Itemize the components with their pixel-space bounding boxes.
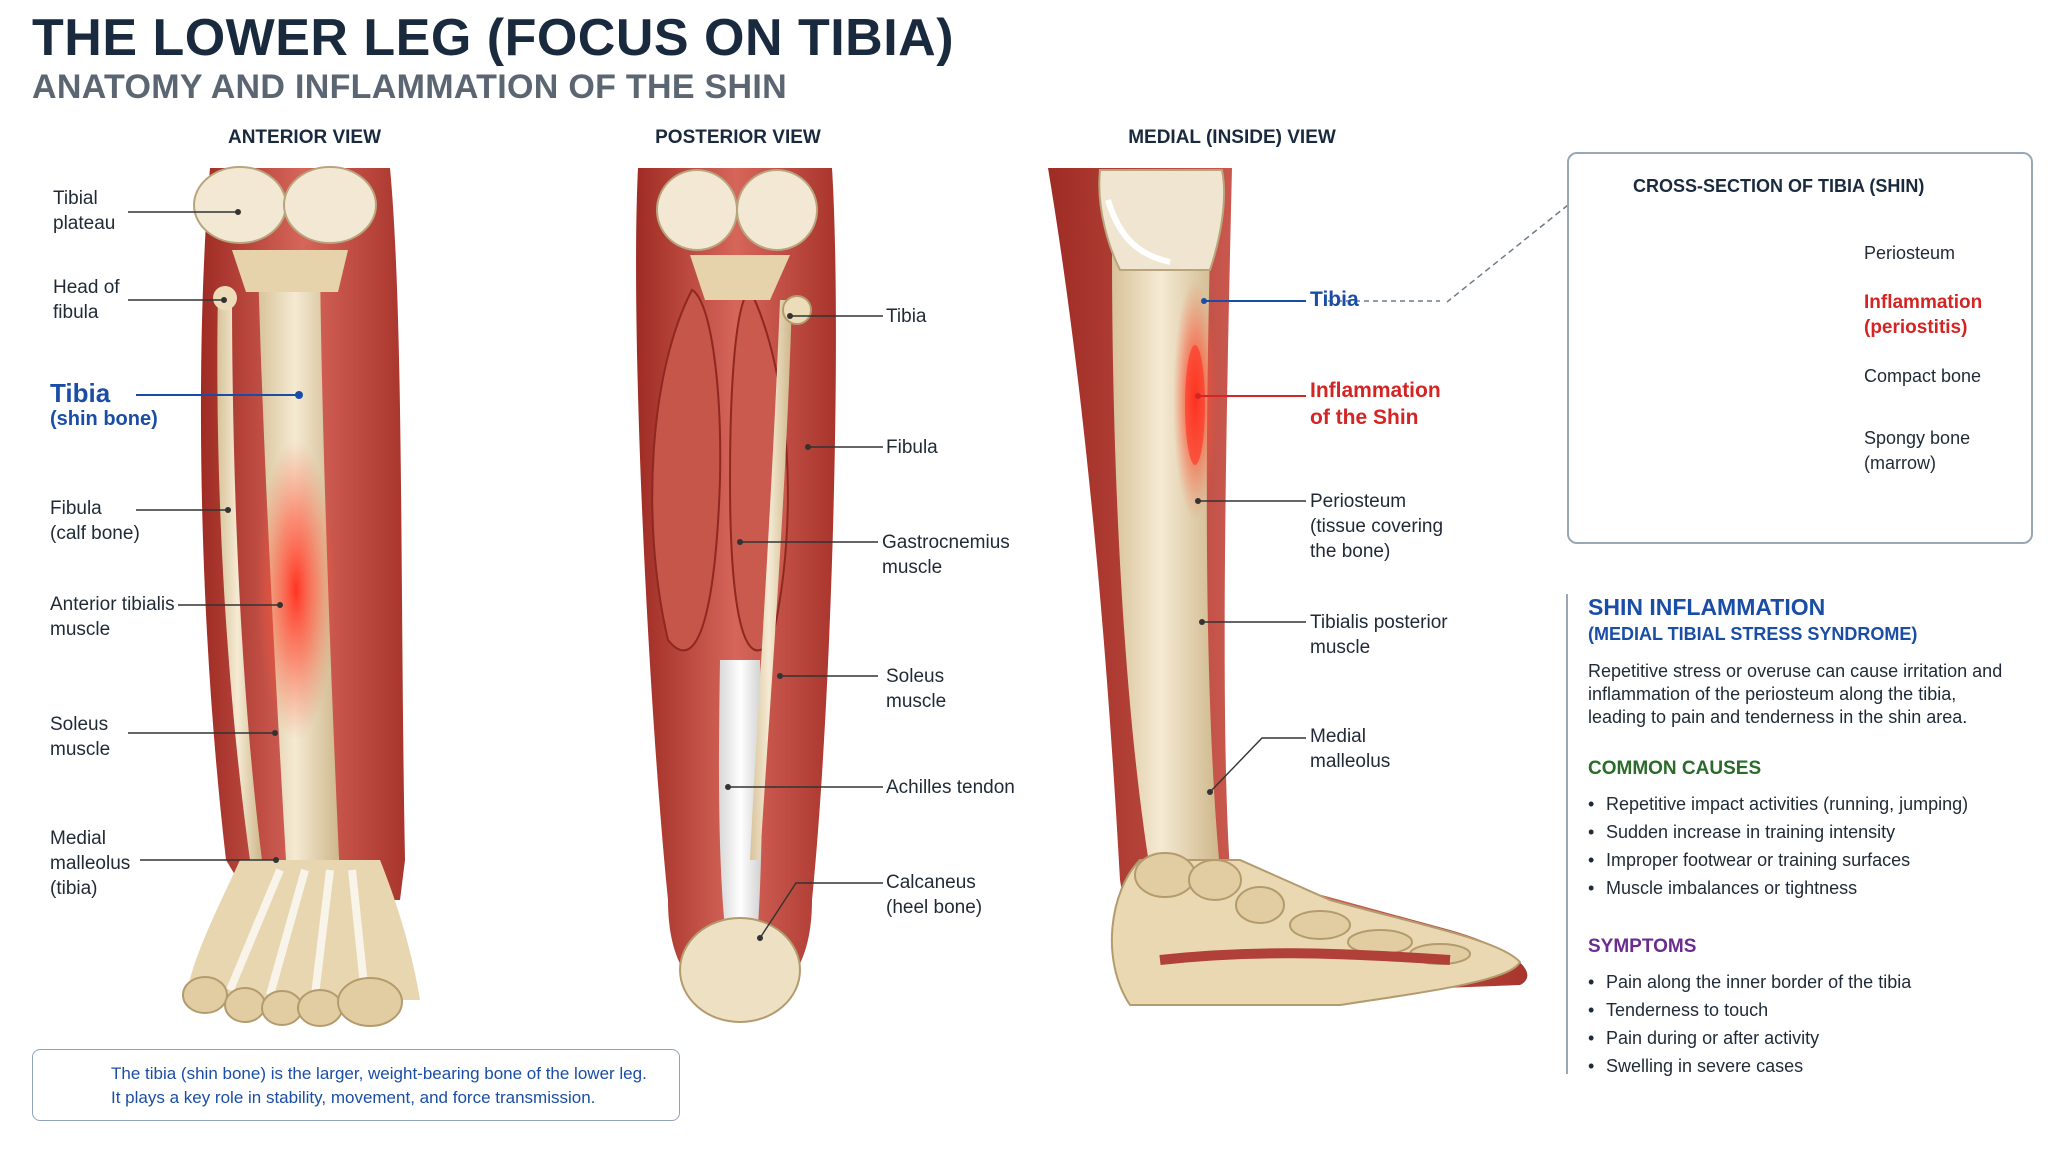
causes-heading: COMMON CAUSES: [1588, 758, 1762, 779]
medial-leg-illustration: [1048, 168, 1528, 1006]
leader-dots: [221, 209, 1793, 941]
cross-section-panel: [1567, 152, 2033, 544]
list-item: Sudden increase in training intensity: [1588, 818, 1968, 846]
posterior-leg-illustration: [636, 168, 836, 1023]
tibia-note-box: The tibia (shin bone) is the larger, wei…: [32, 1049, 680, 1121]
causes-list: Repetitive impact activities (running, j…: [1588, 790, 1968, 902]
anterior-view-title: ANTERIOR VIEW: [227, 127, 382, 148]
anterior-leg-illustration: [182, 166, 420, 1027]
list-item: Pain during or after activity: [1588, 1024, 1911, 1052]
medial-view-title: MEDIAL (INSIDE) VIEW: [1128, 127, 1336, 148]
label-fibula-posterior: Fibula: [886, 437, 938, 458]
info-description: Repetitive stress or overuse can cause i…: [1588, 661, 2003, 727]
list-item: Improper footwear or training surfaces: [1588, 846, 1968, 874]
cross-section-title: CROSS-SECTION OF TIBIA (SHIN): [1633, 176, 1925, 196]
label-compact-bone: Compact bone: [1864, 366, 1982, 386]
list-item: Swelling in severe cases: [1588, 1052, 1911, 1080]
list-item: Pain along the inner border of the tibia: [1588, 968, 1911, 996]
label-inflammation-xs: Inflammation(periostitis): [1864, 292, 1983, 338]
label-fibula-anterior: Fibula(calf bone): [50, 498, 140, 544]
label-tibia-medial: Tibia: [1310, 288, 1359, 311]
label-spongy-bone: Spongy bone(marrow): [1864, 428, 1971, 473]
symptoms-list: Pain along the inner border of the tibia…: [1588, 968, 1911, 1080]
posterior-view-title: POSTERIOR VIEW: [655, 127, 821, 148]
list-item: Repetitive impact activities (running, j…: [1588, 790, 1968, 818]
page-title: THE LOWER LEG (FOCUS ON TIBIA): [32, 9, 955, 67]
list-item: Muscle imbalances or tightness: [1588, 874, 1968, 902]
info-heading: SHIN INFLAMMATION: [1588, 594, 1826, 620]
note-text: The tibia (shin bone) is the larger, wei…: [111, 1064, 647, 1107]
info-panel: SHIN INFLAMMATION (MEDIAL TIBIAL STRESS …: [1566, 594, 2038, 1080]
label-tibia-posterior: Tibia: [886, 306, 927, 327]
label-periosteum-xs: Periosteum: [1864, 243, 1956, 263]
symptoms-heading: SYMPTOMS: [1588, 936, 1697, 957]
label-calcaneus: Calcaneus(heel bone): [886, 872, 983, 918]
list-item: Tenderness to touch: [1588, 996, 1911, 1024]
page-subtitle: ANATOMY AND INFLAMMATION OF THE SHIN: [32, 68, 787, 106]
info-subheading: (MEDIAL TIBIAL STRESS SYNDROME): [1588, 624, 1918, 644]
label-achilles-tendon: Achilles tendon: [886, 777, 1015, 798]
label-tibia-anterior: Tibia (shin bone): [50, 378, 158, 430]
